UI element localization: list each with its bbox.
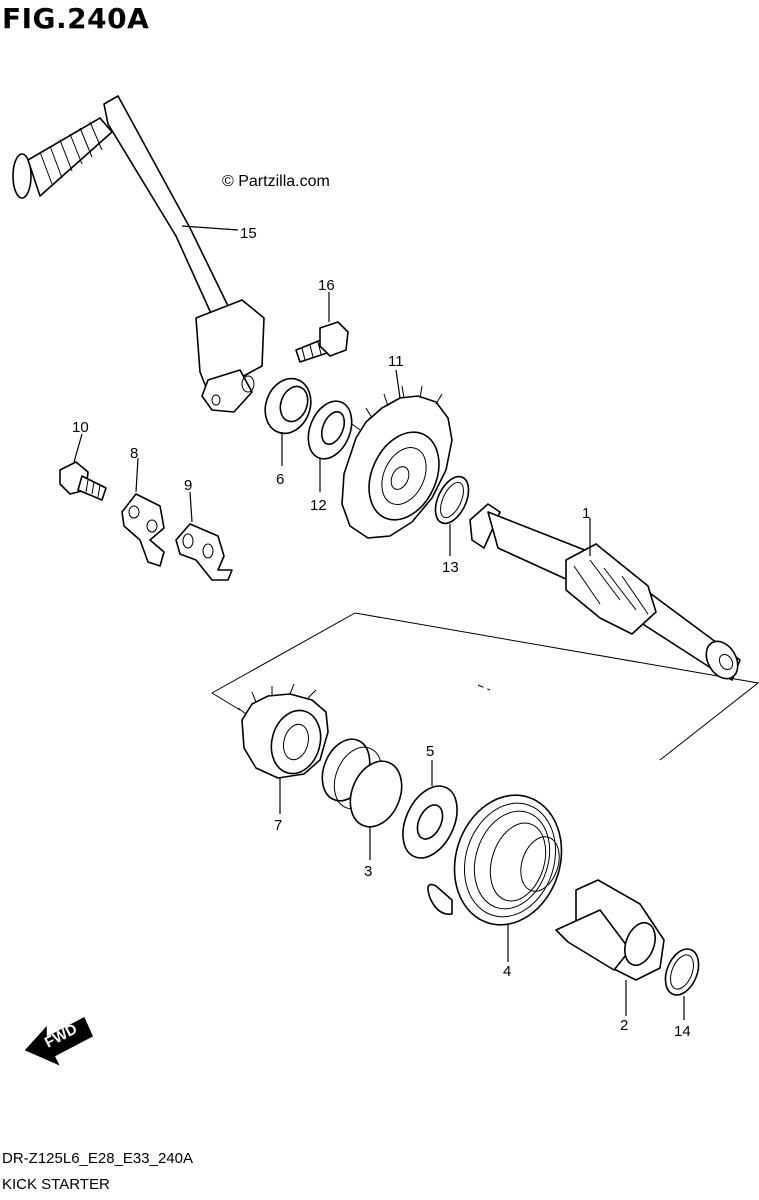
callout-7: 7: [274, 817, 282, 834]
part-11-kick-gear[interactable]: [341, 385, 453, 539]
callout-10: 10: [72, 419, 89, 436]
callout-labels: 1 2 3 4 5 6 7 8 9 10 11 12 13 14 15 16: [72, 225, 691, 1040]
part-13-circlip[interactable]: [429, 471, 476, 528]
part-2-spring-guide[interactable]: [555, 879, 665, 981]
part-1-kick-shaft[interactable]: [469, 503, 744, 684]
part-16-bolt[interactable]: [295, 321, 349, 363]
callout-6: 6: [276, 471, 284, 488]
watermark: © Partzilla.com: [222, 173, 330, 190]
callout-8: 8: [130, 445, 138, 462]
callout-14: 14: [674, 1023, 691, 1040]
part-9-guide-plate[interactable]: [175, 523, 233, 581]
part-5-washer[interactable]: [392, 777, 468, 866]
part-12-washer[interactable]: [300, 395, 360, 466]
callout-15: 15: [240, 225, 257, 242]
part-15-kick-lever[interactable]: [12, 95, 265, 413]
callout-2: 2: [620, 1017, 628, 1034]
callout-5: 5: [426, 743, 434, 760]
callout-1: 1: [582, 505, 590, 522]
callout-13: 13: [442, 559, 459, 576]
footer-model-code: DR-Z125L6_E28_E33_240A: [2, 1150, 193, 1167]
part-14-circlip[interactable]: [659, 944, 705, 1000]
fwd-arrow: FWD: [24, 1016, 93, 1066]
part-7-drive-gear[interactable]: [237, 683, 329, 779]
callout-9: 9: [184, 477, 192, 494]
part-4-return-spring[interactable]: [427, 781, 578, 939]
callout-4: 4: [503, 963, 511, 980]
leader-lines: [73, 225, 685, 1020]
figure-title: FIG.240A: [2, 2, 150, 35]
callout-16: 16: [318, 277, 335, 294]
callout-11: 11: [388, 353, 404, 370]
footer-section-name: KICK STARTER: [2, 1176, 110, 1193]
callout-3: 3: [364, 863, 372, 880]
assembly-group-outline: [211, 612, 759, 761]
part-6-oil-seal[interactable]: [258, 372, 318, 440]
part-8-stopper-plate[interactable]: [121, 493, 165, 567]
part-3-spring[interactable]: [314, 732, 411, 834]
callout-12: 12: [310, 497, 327, 514]
part-10-bolt[interactable]: [59, 461, 107, 501]
